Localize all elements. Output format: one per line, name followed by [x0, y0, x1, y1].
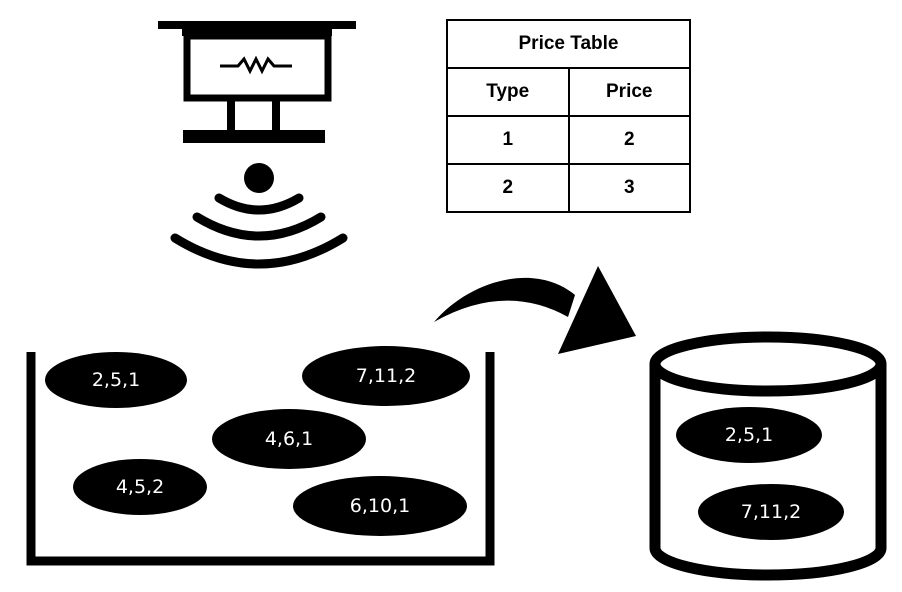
database-cylinder-icon — [649, 331, 887, 581]
bin-item: 4,5,2 — [73, 459, 207, 515]
price-table: Price Table Type Price 1 2 2 3 — [446, 19, 691, 213]
cell-type: 1 — [446, 115, 570, 165]
bin-container — [26, 352, 495, 566]
svg-text:2,5,1: 2,5,1 — [725, 424, 773, 446]
wireless-signal-icon — [170, 163, 348, 269]
svg-text:4,6,1: 4,6,1 — [265, 428, 313, 450]
header-type: Type — [446, 67, 570, 117]
cell-type: 2 — [446, 163, 570, 213]
price-table-title: Price Table — [446, 19, 691, 69]
cell-price: 2 — [567, 115, 691, 165]
storage-item: 2,5,1 — [676, 407, 822, 463]
svg-text:4,5,2: 4,5,2 — [116, 476, 164, 498]
bin-item: 6,10,1 — [293, 476, 467, 536]
terminal-scanner-icon — [158, 21, 356, 143]
table-row: 1 2 — [446, 115, 691, 165]
bin-item: 2,5,1 — [45, 352, 187, 408]
table-row: 2 3 — [446, 163, 691, 213]
header-price: Price — [567, 67, 691, 117]
price-table-header-row: Type Price — [446, 67, 691, 117]
svg-text:2,5,1: 2,5,1 — [92, 369, 140, 391]
svg-text:7,11,2: 7,11,2 — [356, 365, 416, 387]
price-table-title-row: Price Table — [446, 19, 691, 69]
svg-text:6,10,1: 6,10,1 — [350, 495, 410, 517]
cell-price: 3 — [567, 163, 691, 213]
curved-arrow-icon — [434, 266, 636, 354]
bin-item: 4,6,1 — [212, 409, 366, 469]
bin-item: 7,11,2 — [302, 346, 470, 406]
svg-text:7,11,2: 7,11,2 — [741, 501, 801, 523]
storage-item: 7,11,2 — [698, 484, 844, 540]
